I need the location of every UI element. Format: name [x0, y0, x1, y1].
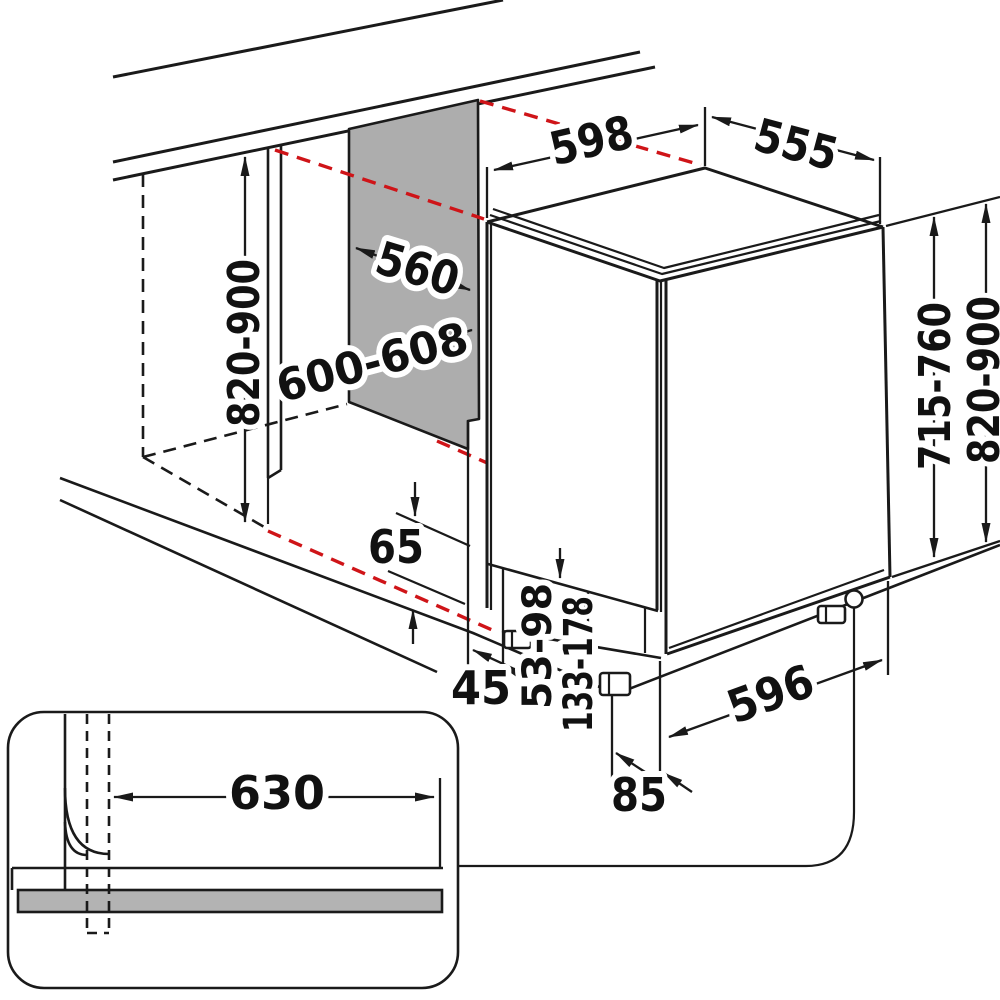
dimension-820-900-left-label: 820-900 — [219, 259, 270, 427]
leveling-feet — [502, 589, 864, 697]
plinth-front-edge — [59, 498, 438, 674]
dimension-53-98-label: 53-98 — [515, 583, 561, 709]
detail-inset-frame — [6, 710, 460, 990]
floor-bar — [16, 888, 444, 914]
top-reference-line — [885, 195, 1000, 228]
dimension-596-label: 596 — [720, 654, 821, 735]
dimension-820-900-right-label: 820-900 — [959, 296, 1000, 464]
detail-callout-connector-line — [444, 608, 856, 868]
bottom-reference-line — [891, 539, 1000, 579]
floor-front-edge — [59, 476, 1000, 696]
dimension-lines — [240, 115, 991, 793]
dimension-65-label: 65 — [368, 520, 424, 574]
extension-lines — [387, 107, 1000, 798]
rear-foot-adjuster-circle — [844, 589, 864, 609]
dimension-560-line — [355, 246, 471, 292]
dimension-555-label: 555 — [749, 108, 844, 182]
dimension-45-label: 45 — [451, 661, 511, 715]
detail-inset — [6, 710, 460, 990]
niche-floor-hidden-left — [142, 455, 267, 530]
dishwasher-side-face — [655, 226, 892, 656]
dimension-85-label: 85 — [611, 768, 667, 822]
top-rim-line — [492, 207, 880, 270]
hose-bend-outer-arc — [63, 787, 110, 856]
floor-lines — [59, 476, 1000, 696]
drain-hose-detail — [10, 714, 444, 935]
dimension-598-line — [493, 123, 699, 172]
dimension-133-178-label: 133-178 — [556, 596, 602, 732]
hose-bend-inner-arc — [63, 821, 88, 857]
dimension-715-760-label: 715-760 — [910, 302, 961, 470]
door-bottom-edge — [487, 562, 659, 613]
top-rim-line — [489, 213, 882, 276]
dimension-600-608-line — [275, 328, 473, 386]
dimension-630-label: 630 — [229, 766, 325, 820]
leveling-foot-rear — [816, 604, 847, 625]
leveling-foot-front-right — [598, 671, 632, 697]
dimension-598-label: 598 — [544, 105, 638, 177]
dimension-555-line — [711, 115, 875, 162]
back-right-edge — [881, 226, 892, 578]
dimension-596-line — [668, 658, 883, 739]
dimension-labels: 598 555 560 600-608 820-900 715-760 820-… — [213, 99, 1000, 828]
dishwasher-unit — [485, 166, 892, 697]
